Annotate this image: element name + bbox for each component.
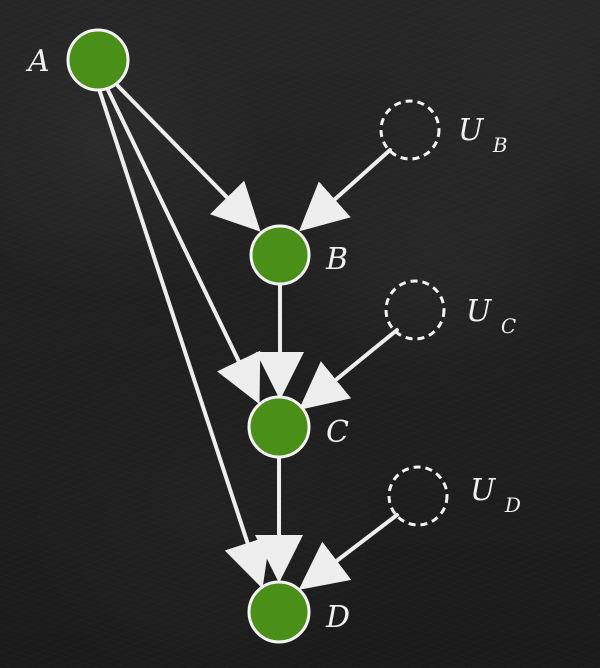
edge-a-to-b — [116, 84, 261, 232]
node-uc-label: U C — [466, 294, 516, 338]
node-uc-label-base: U — [466, 294, 493, 329]
node-a-label: A — [25, 44, 50, 79]
node-c-label: C — [326, 415, 349, 450]
node-ub-label: U B — [458, 113, 508, 157]
node-ud-label: U D — [470, 473, 521, 517]
node-ub-label-base: U — [458, 113, 485, 148]
node-uc — [384, 279, 446, 341]
edge-a-to-c — [106, 88, 261, 405]
node-ud-label-base: U — [470, 473, 497, 508]
node-ud-label-subscript: D — [504, 493, 521, 517]
edge-a-to-d — [98, 90, 271, 589]
node-d — [247, 580, 311, 644]
node-ub — [379, 99, 441, 161]
node-d-label: D — [325, 600, 350, 635]
node-b-label: B — [325, 242, 348, 277]
edge-ud-to-d — [298, 513, 399, 590]
edge-uc-to-c — [298, 328, 399, 411]
node-ub-label-subscript: B — [492, 133, 508, 157]
node-a — [66, 28, 130, 92]
edge-ub-to-b — [299, 148, 392, 232]
node-uc-label-subscript: C — [501, 314, 516, 338]
node-ud — [387, 465, 449, 527]
node-c — [247, 395, 311, 459]
node-b — [249, 224, 311, 286]
